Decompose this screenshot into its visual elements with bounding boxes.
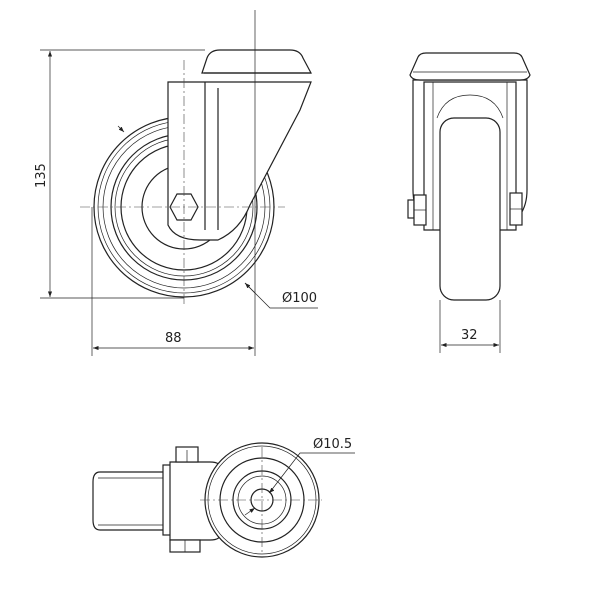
tire-front	[439, 117, 501, 301]
height-dimension-label: 135	[34, 163, 49, 188]
side-view: 135 88 Ø100	[34, 10, 318, 356]
wheel-width-label: 32	[461, 328, 478, 343]
wheel-diameter-label: Ø100	[282, 291, 317, 306]
bolt-head-left	[407, 199, 415, 219]
front-view: 32	[407, 52, 531, 353]
fork-side	[167, 49, 312, 241]
offset-width-dimension-label: 88	[165, 331, 182, 346]
bolt-hole-diameter-label: Ø10.5	[313, 437, 352, 452]
top-view: Ø10.5	[92, 437, 355, 558]
